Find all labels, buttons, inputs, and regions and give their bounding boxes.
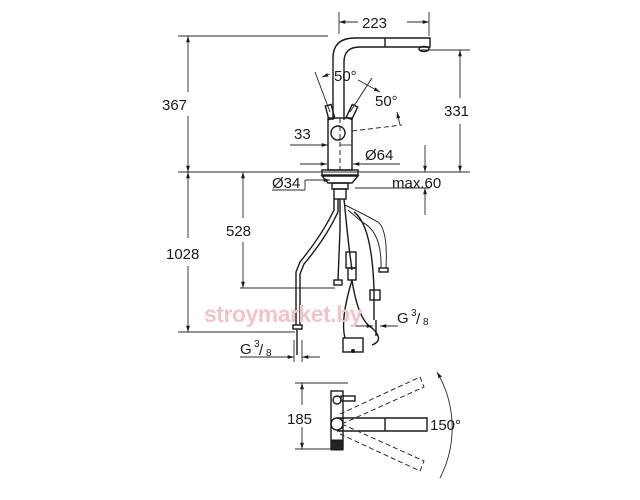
svg-text:8: 8: [266, 348, 272, 359]
dim-outlet-331: 331: [444, 103, 469, 120]
svg-text:3: 3: [254, 339, 260, 350]
dimension-labels: 223 367 331 50° 50° 33 Ø64 Ø34 max.60 52…: [162, 15, 469, 434]
svg-text:G: G: [397, 310, 409, 327]
reference-lines: [178, 35, 470, 333]
dim-connection-right: G 3 / 8: [397, 308, 429, 328]
dim-hose-528: 528: [226, 223, 251, 240]
dim-top-view-185: 185: [287, 411, 312, 428]
dimension-lines: [186, 12, 462, 362]
dim-mount-hole: Ø34: [272, 175, 300, 192]
dim-swivel-angle: 150°: [430, 417, 461, 434]
dim-height-367: 367: [162, 97, 187, 114]
dim-lever-offset: 33: [294, 126, 311, 143]
svg-text:/: /: [259, 342, 264, 359]
hoses: [292, 198, 389, 355]
dim-connection-left: G 3 / 8: [240, 339, 272, 359]
dim-lever-angle-right: 50°: [375, 93, 398, 110]
dim-hose-1028: 1028: [166, 246, 199, 263]
faucet-side-view: [314, 37, 431, 200]
svg-text:G: G: [240, 341, 252, 358]
watermark: stroymarket.by: [204, 301, 363, 327]
dim-max-deck: max.60: [392, 175, 441, 192]
svg-text:/: /: [416, 311, 421, 328]
dim-body-diameter: Ø64: [365, 147, 393, 164]
svg-text:8: 8: [423, 317, 429, 328]
svg-text:3: 3: [411, 308, 417, 319]
dim-lever-angle-left: 50°: [334, 68, 357, 85]
dim-spout-reach: 223: [362, 15, 387, 32]
faucet-top-view: [295, 371, 453, 479]
